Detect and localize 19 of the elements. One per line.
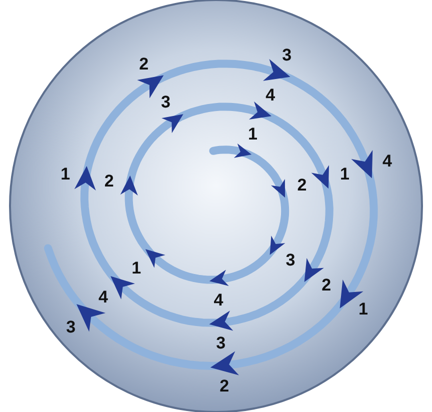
step-number: 3 <box>282 46 292 64</box>
step-number: 4 <box>98 288 108 306</box>
step-number: 1 <box>358 300 368 318</box>
step-number: 3 <box>160 93 170 110</box>
step-number: 1 <box>340 165 350 182</box>
step-number: 2 <box>322 276 332 294</box>
step-number: 1 <box>60 165 70 182</box>
step-number: 3 <box>286 251 296 268</box>
step-number: 2 <box>297 176 307 194</box>
step-number: 2 <box>104 172 114 190</box>
step-number: 2 <box>220 377 230 394</box>
step-number: 4 <box>382 152 392 170</box>
step-number: 4 <box>266 86 276 104</box>
step-number: 3 <box>66 318 76 335</box>
step-number: 2 <box>139 56 149 73</box>
step-number: 1 <box>132 260 142 277</box>
step-number: 4 <box>214 291 224 308</box>
step-number: 1 <box>248 126 258 143</box>
step-number: 3 <box>216 334 226 352</box>
